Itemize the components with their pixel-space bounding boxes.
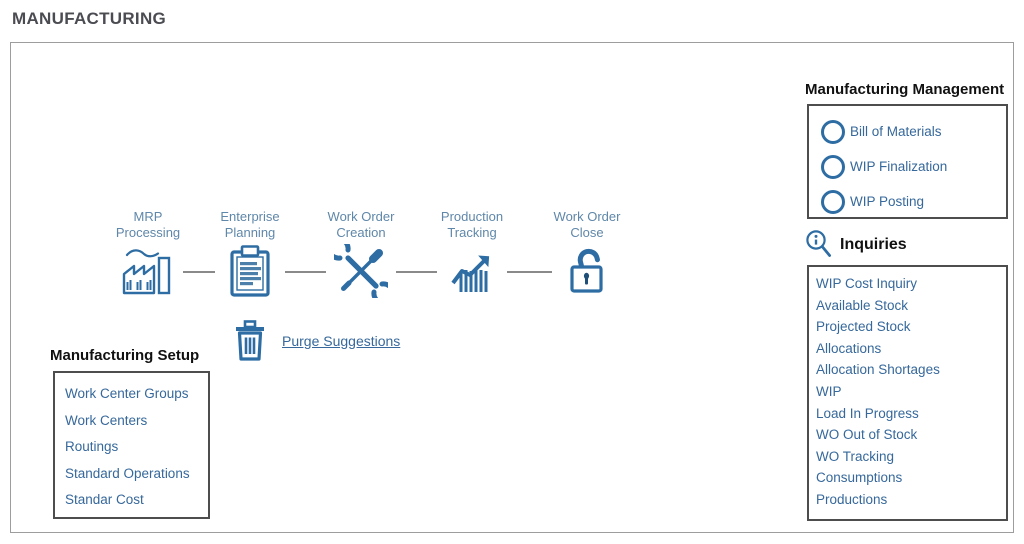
management-section-title: Manufacturing Management xyxy=(805,81,1005,98)
inquiry-item-wip[interactable]: WIP xyxy=(816,383,842,399)
flow-step-label: Work Order xyxy=(553,209,621,224)
setup-item-routings[interactable]: Routings xyxy=(65,439,119,454)
flow-step-label: Close xyxy=(570,225,604,240)
flow-step-work-order-creation[interactable]: Work Order Creation xyxy=(306,209,416,298)
flow-step-enterprise-planning[interactable]: Enterprise Planning xyxy=(195,209,305,298)
setup-list-box: Work Center Groups Work Centers Routings… xyxy=(53,371,210,519)
inquiry-item-wip-cost-inquiry[interactable]: WIP Cost Inquiry xyxy=(816,276,918,291)
inquiry-item-wo-out-of-stock[interactable]: WO Out of Stock xyxy=(816,427,918,443)
management-item-wip-finalization[interactable]: WIP Finalization xyxy=(821,149,1000,184)
management-item-label[interactable]: Bill of Materials xyxy=(850,124,942,139)
flow-step-production-tracking[interactable]: Production Tracking xyxy=(417,209,527,298)
management-list-box: Bill of Materials WIP Finalization WIP P… xyxy=(807,104,1008,219)
flow-step-label: Processing xyxy=(115,225,181,240)
trash-icon[interactable] xyxy=(234,320,266,361)
management-item-wip-posting[interactable]: WIP Posting xyxy=(821,184,1000,219)
setup-item-standard-operations[interactable]: Standard Operations xyxy=(65,465,190,481)
inquiry-item-allocations[interactable]: Allocations xyxy=(816,340,882,356)
ring-icon xyxy=(821,189,845,214)
flow-step-label: Work Order xyxy=(327,209,395,224)
chart-growth-icon[interactable] xyxy=(437,244,507,298)
flow-step-label: MRP xyxy=(133,209,163,224)
flow-step-label: Tracking xyxy=(447,225,497,240)
factory-icon[interactable] xyxy=(113,244,183,298)
crossed-tools-icon[interactable] xyxy=(326,244,396,298)
management-item-label[interactable]: WIP Posting xyxy=(850,194,925,209)
inquiry-item-available-stock[interactable]: Available Stock xyxy=(816,297,909,313)
flow-step-label: Planning xyxy=(224,225,276,240)
purge-suggestions-label[interactable]: Purge Suggestions xyxy=(282,332,401,349)
ring-icon xyxy=(821,119,845,144)
purge-suggestions-link[interactable]: Purge Suggestions xyxy=(234,320,400,361)
management-item-bill-of-materials[interactable]: Bill of Materials xyxy=(821,114,1000,149)
open-padlock-icon[interactable] xyxy=(552,244,622,298)
inquiries-header: Inquiries xyxy=(804,229,907,260)
magnifier-info-icon xyxy=(806,230,831,257)
flow-step-label: Creation xyxy=(336,225,386,240)
flow-step-mrp-processing[interactable]: MRP Processing xyxy=(93,209,203,298)
setup-item-work-center-groups[interactable]: Work Center Groups xyxy=(65,386,189,401)
inquiry-item-productions[interactable]: Productions xyxy=(816,491,888,507)
page-title: MANUFACTURING xyxy=(12,9,167,28)
inquiry-item-consumptions[interactable]: Consumptions xyxy=(816,470,903,486)
inquiries-section-title: Inquiries xyxy=(840,235,907,253)
flow-step-label: Enterprise xyxy=(220,209,280,224)
inquiry-item-allocation-shortages[interactable]: Allocation Shortages xyxy=(816,362,940,378)
setup-item-standar-cost[interactable]: Standar Cost xyxy=(65,492,144,507)
management-item-label[interactable]: WIP Finalization xyxy=(850,159,948,174)
setup-section-title: Manufacturing Setup xyxy=(50,347,200,364)
flow-step-work-order-close[interactable]: Work Order Close xyxy=(532,209,642,298)
ring-icon xyxy=(821,154,845,179)
clipboard-icon[interactable] xyxy=(215,244,285,298)
inquiry-item-wo-tracking[interactable]: WO Tracking xyxy=(816,448,895,464)
manufacturing-panel: MRP Processing Enterprise Planning xyxy=(10,42,1014,533)
inquiry-item-load-in-progress[interactable]: Load In Progress xyxy=(816,405,919,421)
inquiry-item-projected-stock[interactable]: Projected Stock xyxy=(816,319,911,335)
flow-step-label: Production xyxy=(440,209,504,224)
inquiries-list-box: WIP Cost Inquiry Available Stock Project… xyxy=(807,265,1008,521)
setup-item-work-centers[interactable]: Work Centers xyxy=(65,412,148,428)
